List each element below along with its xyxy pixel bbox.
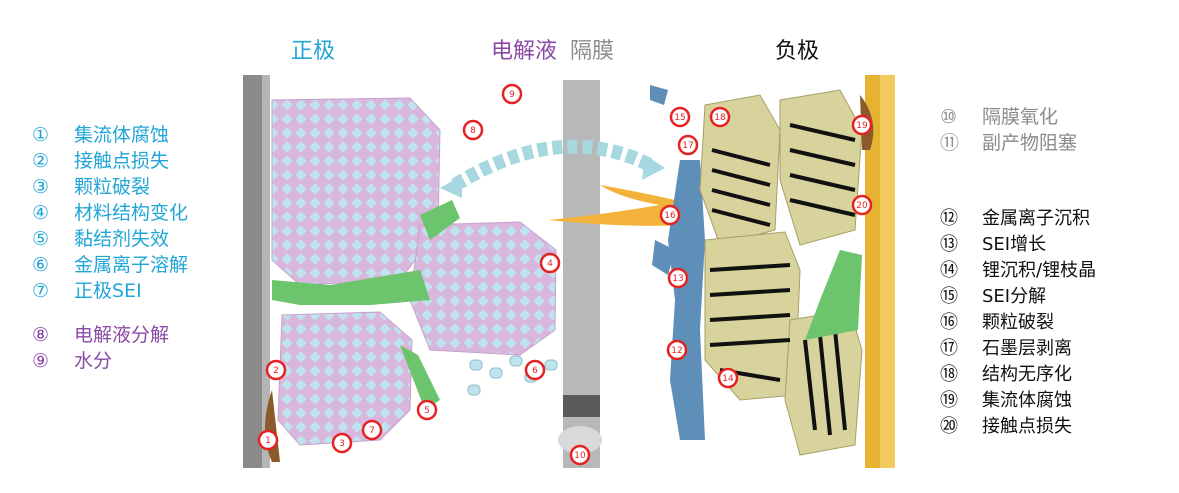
degradation-markers — [257, 83, 873, 466]
graphite-particle — [699, 94, 781, 246]
cathode-particle — [277, 311, 413, 446]
graphite-particle — [779, 89, 863, 246]
electrolyte-header: 电解液 — [491, 39, 558, 64]
svg-text:6: 6 — [532, 366, 538, 376]
degradation-marker-labels: 1 2 3 4 5 6 7 8 9 10 12 13 14 15 16 17 1… — [265, 90, 868, 461]
graphite-layers — [709, 123, 856, 436]
svg-text:14: 14 — [722, 374, 734, 384]
ion-transport-arrow — [451, 139, 654, 191]
svg-text:5: 5 — [424, 406, 430, 416]
svg-text:16: 16 — [664, 211, 676, 221]
svg-text:9: 9 — [509, 90, 515, 100]
svg-text:8: 8 — [470, 126, 476, 136]
positive-electrode-header: 正极 — [291, 39, 336, 64]
svg-text:20: 20 — [856, 201, 868, 211]
svg-text:4: 4 — [547, 259, 553, 269]
svg-text:13: 13 — [672, 274, 683, 284]
lithium-dendrite — [548, 185, 680, 226]
negative-electrode-header: 负极 — [775, 39, 820, 64]
anode-sei-layer — [668, 160, 705, 440]
cathode-particle — [409, 221, 557, 356]
cathode-particle — [271, 97, 441, 286]
svg-text:10: 10 — [574, 451, 586, 461]
binder — [400, 345, 440, 410]
svg-text:2: 2 — [273, 366, 279, 376]
svg-text:7: 7 — [369, 426, 375, 436]
svg-text:17: 17 — [682, 141, 693, 151]
svg-text:15: 15 — [674, 113, 685, 123]
binder — [420, 200, 460, 240]
svg-text:12: 12 — [671, 346, 682, 356]
binder — [272, 270, 430, 305]
svg-text:1: 1 — [265, 436, 271, 446]
svg-text:19: 19 — [856, 121, 868, 131]
separator-header: 隔膜 — [570, 39, 615, 64]
electrolyte-droplets — [467, 355, 558, 396]
svg-text:18: 18 — [714, 113, 726, 123]
svg-text:3: 3 — [339, 439, 345, 449]
binder — [805, 250, 862, 340]
